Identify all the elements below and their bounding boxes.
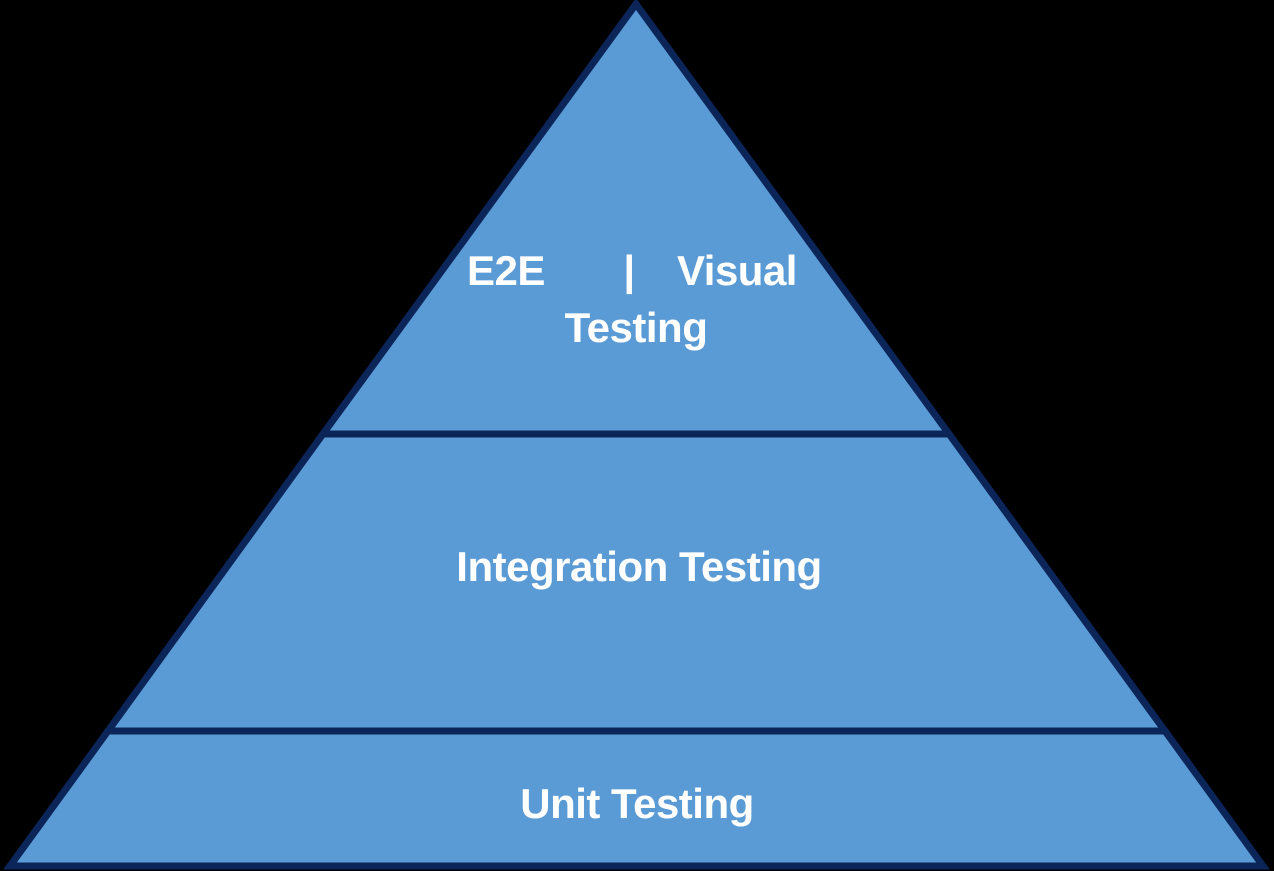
separator-label: |: [623, 247, 634, 295]
e2e-label: E2E: [467, 247, 545, 294]
visual-label: Visual: [677, 247, 797, 294]
e2e-visual-testing-line2-label: Testing: [565, 304, 708, 351]
pyramid-level-e2e-visual-testing: [316, 0, 956, 438]
pyramid-level-unit-testing: [3, 727, 1270, 870]
unit-testing-label: Unit Testing: [520, 780, 754, 827]
integration-testing-label: Integration Testing: [456, 543, 821, 590]
